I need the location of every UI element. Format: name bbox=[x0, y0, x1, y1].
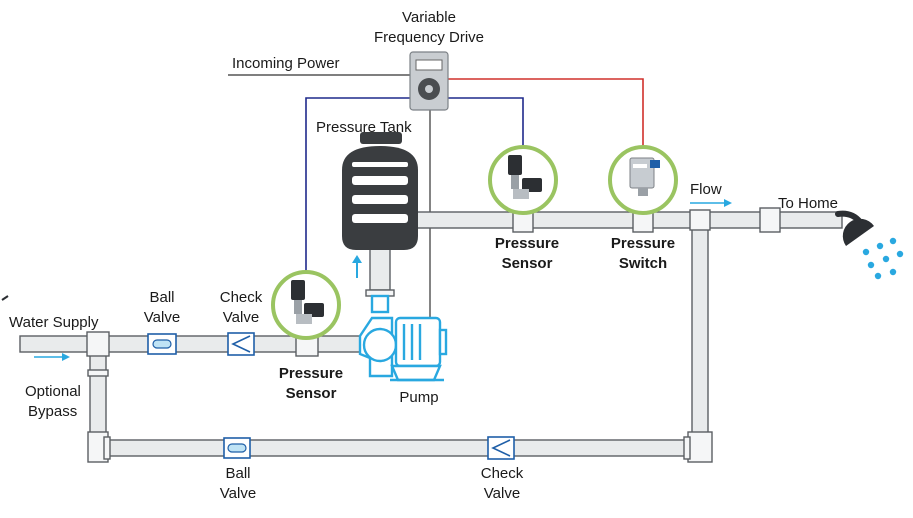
bypass-pipe-left bbox=[89, 351, 107, 443]
bypass-pipe-right bbox=[691, 227, 709, 443]
water-drops-icon bbox=[862, 237, 904, 280]
pressure-sensor-right-label-line2: Sensor bbox=[502, 255, 553, 272]
ball-valve-bottom bbox=[223, 437, 251, 459]
check-valve-bottom-label-line2: Valve bbox=[484, 485, 520, 502]
incoming-power-label: Incoming Power bbox=[232, 55, 340, 72]
optional-bypass-label-line1: Optional bbox=[25, 383, 81, 400]
drive-to-right-sensor-wire bbox=[448, 97, 524, 150]
pressure-switch-icon bbox=[608, 145, 678, 215]
check-valve-bottom-label-line1: Check bbox=[481, 465, 524, 482]
coupling-bottom-left bbox=[103, 436, 111, 460]
ball-valve-bottom-label-line2: Valve bbox=[220, 485, 256, 502]
pressure-sensor-left-label-line1: Pressure bbox=[279, 365, 343, 382]
pump-flow-arrow-head bbox=[352, 255, 362, 263]
supply-flow-arrow-head bbox=[62, 353, 70, 361]
coupling-bottom-right bbox=[683, 436, 691, 460]
pump-icon bbox=[358, 294, 448, 382]
ball-valve-top-label-line2: Valve bbox=[144, 309, 180, 326]
check-valve-bottom bbox=[487, 436, 515, 460]
water-supply-label: Water Supply bbox=[9, 314, 99, 331]
flow-label: Flow bbox=[690, 181, 722, 198]
check-valve-top bbox=[227, 332, 255, 356]
coupling-left-1 bbox=[87, 369, 109, 377]
coupling-home-end bbox=[759, 207, 781, 233]
vfd-icon bbox=[409, 51, 449, 111]
optional-bypass-label-line2: Bypass bbox=[28, 403, 77, 420]
check-valve-top-label-line2: Valve bbox=[223, 309, 259, 326]
water-supply-edge-icon bbox=[1, 295, 9, 301]
check-valve-top-label-line1: Check bbox=[220, 289, 263, 306]
ball-valve-top bbox=[147, 333, 177, 355]
tee-fitting-home bbox=[689, 209, 711, 231]
tank-pipe bbox=[369, 247, 391, 291]
tee-fitting-supply bbox=[86, 331, 110, 357]
ball-valve-top-label-line1: Ball bbox=[149, 289, 174, 306]
pressure-switch-label-line1: Pressure bbox=[611, 235, 675, 252]
drive-to-left-sensor-wire bbox=[305, 97, 410, 278]
pressure-tank-icon bbox=[342, 132, 418, 250]
vfd-title-line2: Frequency Drive bbox=[374, 29, 484, 46]
pressure-switch-label-line2: Switch bbox=[619, 255, 667, 272]
pressure-sensor-right-icon bbox=[488, 145, 558, 215]
shower-head-icon bbox=[835, 210, 874, 246]
elbow-bottom-right bbox=[687, 431, 713, 463]
ball-valve-bottom-label-line1: Ball bbox=[225, 465, 250, 482]
pump-label: Pump bbox=[399, 389, 438, 406]
pressure-tank-label: Pressure Tank bbox=[316, 119, 412, 136]
pressure-sensor-right-label-line1: Pressure bbox=[495, 235, 559, 252]
vfd-title-line1: Variable bbox=[402, 9, 456, 26]
pressure-sensor-left-label-line2: Sensor bbox=[286, 385, 337, 402]
bypass-pipe-bottom bbox=[97, 439, 703, 457]
drive-to-switch-wire bbox=[448, 78, 644, 150]
home-flow-arrow-head bbox=[724, 199, 732, 207]
to-home-label: To Home bbox=[778, 195, 838, 212]
pressure-sensor-left-icon bbox=[271, 270, 341, 340]
